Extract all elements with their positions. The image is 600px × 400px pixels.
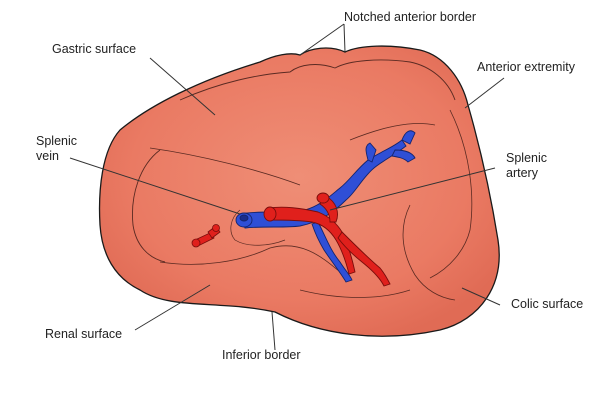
- label-splenic-vein-line1: Splenic: [36, 134, 77, 148]
- inner-contour-lower: [299, 289, 411, 298]
- inner-contour-top: [179, 59, 456, 101]
- leader-lines: [69, 23, 505, 351]
- label-renal-surface: Renal surface: [45, 327, 123, 341]
- inner-contour-hilum-upper: [349, 123, 436, 141]
- inner-contour-colic: [402, 204, 456, 301]
- label-anterior-extremity: Anterior extremity: [477, 60, 575, 74]
- label-inferior-border: Inferior border: [222, 348, 301, 362]
- spleen-outline: [98, 45, 500, 337]
- splenic-artery: [263, 192, 391, 287]
- inner-contour-right: [429, 109, 473, 279]
- inner-contour-renal: [159, 245, 341, 273]
- inner-contour-left: [132, 149, 166, 263]
- label-splenic-vein-line2: vein: [36, 149, 59, 163]
- label-splenic-artery: Splenic artery: [506, 151, 547, 181]
- label-splenic-vein: Splenic vein: [36, 134, 77, 164]
- label-splenic-artery-line1: Splenic: [506, 151, 547, 165]
- inner-contour-hilum-top: [149, 147, 301, 186]
- small-vessels: [191, 224, 221, 248]
- label-notched-anterior-border: Notched anterior border: [344, 10, 477, 24]
- label-gastric-surface: Gastric surface: [52, 42, 137, 56]
- label-colic-surface: Colic surface: [511, 297, 584, 311]
- label-splenic-artery-line2: artery: [506, 166, 538, 180]
- inner-contour-gastric: [230, 209, 286, 246]
